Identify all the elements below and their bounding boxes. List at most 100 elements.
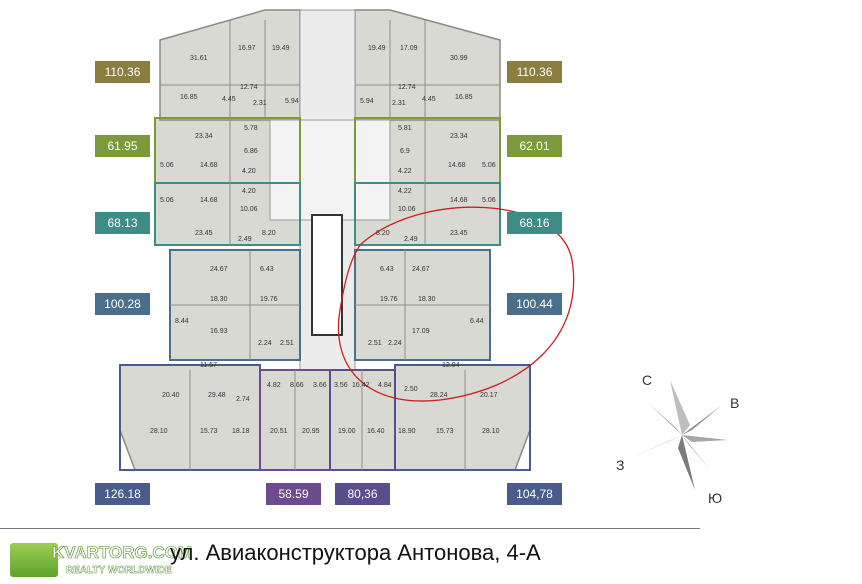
room-label: 4.45	[222, 96, 236, 103]
room-label: 18.30	[418, 296, 436, 303]
room-label: 24.67	[412, 266, 430, 273]
room-label: 2.31	[392, 100, 406, 107]
room-label: 12.74	[398, 84, 416, 91]
area-tag-left-2: 61.95	[95, 135, 150, 157]
room-label: 15.73	[436, 428, 454, 435]
room-label: 2.51	[368, 340, 382, 347]
room-label: 20.17	[480, 392, 498, 399]
area-tag-right-3: 68.16	[507, 212, 562, 234]
room-label: 28.10	[150, 428, 168, 435]
room-label: 23.34	[450, 133, 468, 140]
room-label: 19.76	[260, 296, 278, 303]
area-tag-left-4: 100.28	[95, 293, 150, 315]
area-tag-right-1: 110.36	[507, 61, 562, 83]
room-label: 2.24	[388, 340, 402, 347]
area-tag-left-5: 126.18	[95, 483, 150, 505]
compass-east: В	[730, 395, 740, 411]
room-label: 19.00	[338, 428, 356, 435]
room-label: 8.20	[376, 230, 390, 237]
room-label: 23.45	[450, 230, 468, 237]
room-label: 16.85	[180, 94, 198, 101]
room-label: 11.57	[200, 362, 217, 369]
compass-north: С	[642, 372, 653, 388]
room-label: 28.24	[430, 392, 448, 399]
room-label: 5.94	[285, 98, 299, 105]
room-label: 2.31	[253, 100, 267, 107]
room-label: 8.20	[262, 230, 276, 237]
room-label: 6.43	[380, 266, 394, 273]
area-tag-mid-2: 80,36	[335, 483, 390, 505]
compass-west: З	[616, 457, 625, 473]
room-label: 5.06	[482, 197, 496, 204]
room-label: 5.06	[160, 197, 174, 204]
area-tag-left-3: 68.13	[95, 212, 150, 234]
room-label: 5.06	[482, 162, 496, 169]
logo-text: KVARTORG.COM	[52, 543, 193, 563]
room-label: 20.51	[270, 428, 288, 435]
frame-r3	[354, 182, 501, 246]
room-label: 15.73	[200, 428, 218, 435]
room-label: 2.24	[258, 340, 272, 347]
room-label: 6.9	[400, 148, 410, 155]
room-label: 8.44	[175, 318, 189, 325]
interior-walls	[160, 20, 500, 470]
compass-star-icon	[630, 380, 728, 490]
room-label: 16.42	[352, 382, 370, 389]
room-label: 30.99	[450, 55, 468, 62]
room-label: 14.68	[200, 162, 218, 169]
room-label: 4.22	[398, 168, 412, 175]
room-label: 20.95	[302, 428, 320, 435]
room-label: 4.82	[267, 382, 281, 389]
room-label: 14.68	[200, 197, 218, 204]
room-label: 5.06	[160, 162, 174, 169]
room-label: 23.45	[195, 230, 213, 237]
room-label: 18.90	[398, 428, 416, 435]
house-icon	[10, 543, 58, 577]
room-label: 19.49	[368, 45, 386, 52]
room-label: 29.48	[208, 392, 226, 399]
room-label: 2.49	[238, 236, 252, 243]
annotation-circle	[337, 206, 575, 402]
room-label: 17.09	[412, 328, 430, 335]
room-label: 5.81	[398, 125, 412, 132]
room-label: 16.97	[238, 45, 256, 52]
area-tag-mid-1: 58.59	[266, 483, 321, 505]
room-label: 20.40	[162, 392, 180, 399]
room-label: 31.61	[190, 55, 208, 62]
room-label: 3.66	[313, 382, 327, 389]
room-label: 16.85	[455, 94, 473, 101]
room-label: 6.86	[244, 148, 258, 155]
room-label: 19.76	[380, 296, 398, 303]
room-label: 6.44	[470, 318, 484, 325]
room-label: 14.68	[450, 197, 468, 204]
room-label: 17.09	[400, 45, 418, 52]
room-label: 4.20	[242, 168, 256, 175]
room-label: 2.51	[280, 340, 294, 347]
room-label: 2.74	[236, 396, 250, 403]
room-label: 28.10	[482, 428, 500, 435]
room-label: 16.93	[210, 328, 228, 335]
room-label: 18.18	[232, 428, 250, 435]
room-label: 4.45	[422, 96, 436, 103]
compass: С В З Ю	[600, 360, 760, 510]
logo: KVARTORG.COM REALTY WORLDWIDE	[10, 543, 192, 581]
room-label: 8.66	[290, 382, 304, 389]
footer-divider	[0, 528, 700, 529]
address: ул. Авиаконструктора Антонова, 4-А	[170, 540, 541, 565]
room-label: 4.84	[378, 382, 392, 389]
room-label: 14.68	[448, 162, 466, 169]
room-label: 23.34	[195, 133, 213, 140]
core	[269, 119, 391, 221]
area-tag-right-4: 100.44	[507, 293, 562, 315]
area-tag-right-2: 62.01	[507, 135, 562, 157]
room-label: 10.06	[240, 206, 258, 213]
room-label: 5.94	[360, 98, 374, 105]
room-label: 5.78	[244, 125, 258, 132]
room-label: 4.20	[242, 188, 256, 195]
compass-south: Ю	[708, 490, 723, 506]
room-label: 12.04	[442, 362, 460, 369]
stairs	[311, 214, 343, 336]
room-label: 24.67	[210, 266, 228, 273]
